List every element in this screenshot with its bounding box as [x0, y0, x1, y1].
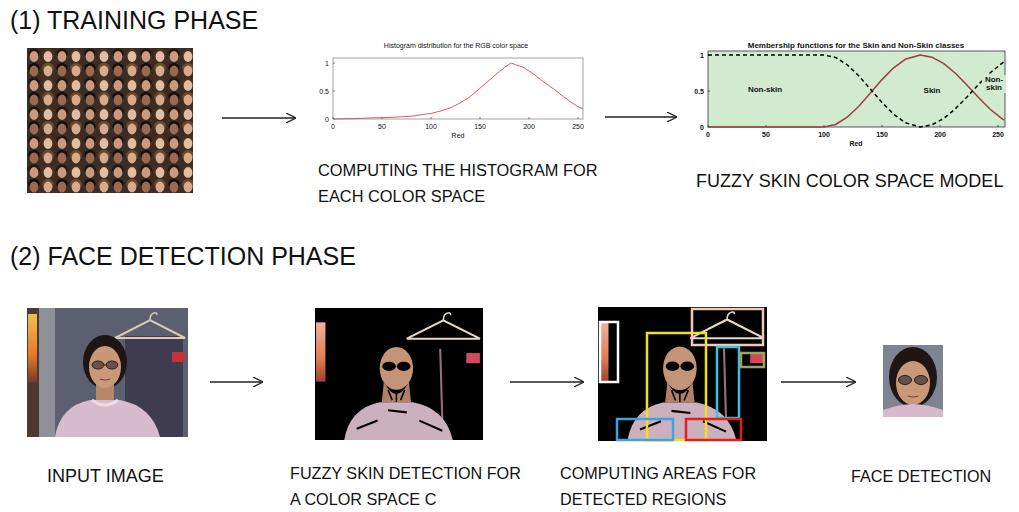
region-map-image: [617, 419, 673, 440]
input-photo: [83, 335, 127, 389]
region-map-image: [600, 322, 618, 382]
axis-tick: 1: [700, 52, 704, 59]
input-photo: [92, 361, 104, 369]
membership-plot: [708, 55, 998, 127]
skin-map: FUZZY SKIN DETECTION FOR A COLOR SPACE C: [315, 308, 483, 440]
region-map-image: [647, 333, 706, 440]
face-collage: [27, 48, 193, 193]
step-caption: COMPUTING AREAS FOR DETECTED REGIONS: [560, 460, 800, 512]
axis-tick: 0: [325, 116, 329, 123]
face-crop-image: [889, 347, 937, 407]
region-map-image: [598, 307, 767, 441]
face-crop-image: [883, 345, 943, 417]
input-photo: [27, 308, 188, 437]
region-map-image: [692, 309, 763, 345]
membership-plot: [708, 51, 1005, 127]
region-map: COMPUTING AREAS FOR DETECTED REGIONS: [598, 307, 767, 441]
axis-tick: 50: [762, 131, 770, 138]
input-photo: [39, 308, 55, 437]
flow-arrow: [605, 116, 676, 118]
histogram-plot: [333, 63, 578, 119]
axis-label: Red: [452, 132, 465, 139]
region-map-image: [598, 307, 767, 441]
axis-tick: 0: [700, 124, 704, 131]
membership-plot: [708, 55, 1004, 127]
axis-tick: 0: [706, 131, 710, 138]
skin-map-image: [315, 308, 483, 440]
region-map-image: [600, 309, 764, 440]
face-crop: FACE DETECTION: [883, 345, 943, 417]
input-photo: [55, 308, 188, 437]
input-photo: [150, 313, 157, 320]
axis-tick: 1: [325, 60, 329, 67]
flow-arrow: [510, 381, 583, 383]
step-caption: COMPUTING THE HISTOGRAM FOR EACH COLOR S…: [318, 157, 608, 209]
step-caption: INPUT IMAGE: [47, 463, 164, 489]
step-caption: FUZZY SKIN DETECTION FOR A COLOR SPACE C: [290, 460, 522, 512]
input-photo: [115, 320, 185, 338]
axis-tick: 150: [474, 123, 486, 130]
axis-tick: 150: [876, 131, 888, 138]
membership-chart: Membership functions for the Skin and No…: [690, 40, 1012, 148]
input-photo: [89, 346, 121, 388]
face-crop-image: [883, 345, 943, 417]
class-label: Skin: [924, 87, 941, 95]
input-photo: [172, 352, 185, 362]
input-photo: [28, 314, 37, 382]
input-photo: [104, 365, 106, 366]
input-photo: [27, 308, 39, 437]
phase-heading: (1) TRAINING PHASE: [10, 8, 258, 33]
input-photo: [27, 308, 188, 437]
step-caption: FUZZY SKIN COLOR SPACE MODEL: [696, 168, 1003, 194]
input-image: INPUT IMAGE: [27, 308, 188, 437]
face-crop-image: [896, 361, 930, 405]
axis-tick: 0.5: [694, 88, 704, 95]
axis-tick: 100: [818, 131, 830, 138]
chart-title: Membership functions for the Skin and No…: [748, 42, 964, 50]
axis-tick: 250: [992, 131, 1004, 138]
face-crop-image: [899, 376, 912, 385]
face-collage: [27, 48, 193, 193]
histogram-plot: [333, 63, 583, 119]
region-map-image: [717, 347, 739, 418]
flow-arrow: [222, 117, 295, 119]
axis-tick: 100: [425, 123, 437, 130]
axis-tick: 250: [572, 123, 584, 130]
region-map-image: [741, 353, 764, 367]
input-photo: [55, 400, 160, 437]
skin-map-image: [315, 308, 483, 440]
axis-tick: 50: [378, 123, 386, 130]
histogram-plot: [333, 58, 583, 119]
flow-arrow: [222, 118, 295, 119]
membership-plot: [708, 55, 1004, 127]
histogram-chart: Histogram distribution for the RGB color…: [318, 40, 586, 140]
membership-plot: [708, 51, 1005, 127]
chart-title: Histogram distribution for the RGB color…: [384, 42, 528, 49]
face-crop-image: [908, 396, 918, 397]
input-photo: [92, 400, 118, 405]
region-map-image: [686, 419, 741, 440]
axis-tick: 0.5: [319, 88, 329, 95]
face-crop-image: [915, 376, 928, 385]
axis-tick: 200: [934, 131, 946, 138]
face-crop-image: [883, 404, 943, 417]
flow-arrow: [781, 381, 855, 383]
axis-label: Red: [849, 140, 862, 147]
flow-arrow: [210, 381, 262, 383]
input-photo: [106, 361, 118, 369]
input-photo: [100, 379, 110, 380]
class-label: Non-skin: [748, 86, 782, 94]
phase-heading: (2) FACE DETECTION PHASE: [10, 244, 356, 269]
step-caption: FACE DETECTION: [851, 463, 991, 489]
histogram-plot: [333, 58, 583, 119]
class-label: Non-skin: [982, 75, 1006, 93]
axis-tick: 0: [331, 123, 335, 130]
axis-tick: 200: [523, 123, 535, 130]
